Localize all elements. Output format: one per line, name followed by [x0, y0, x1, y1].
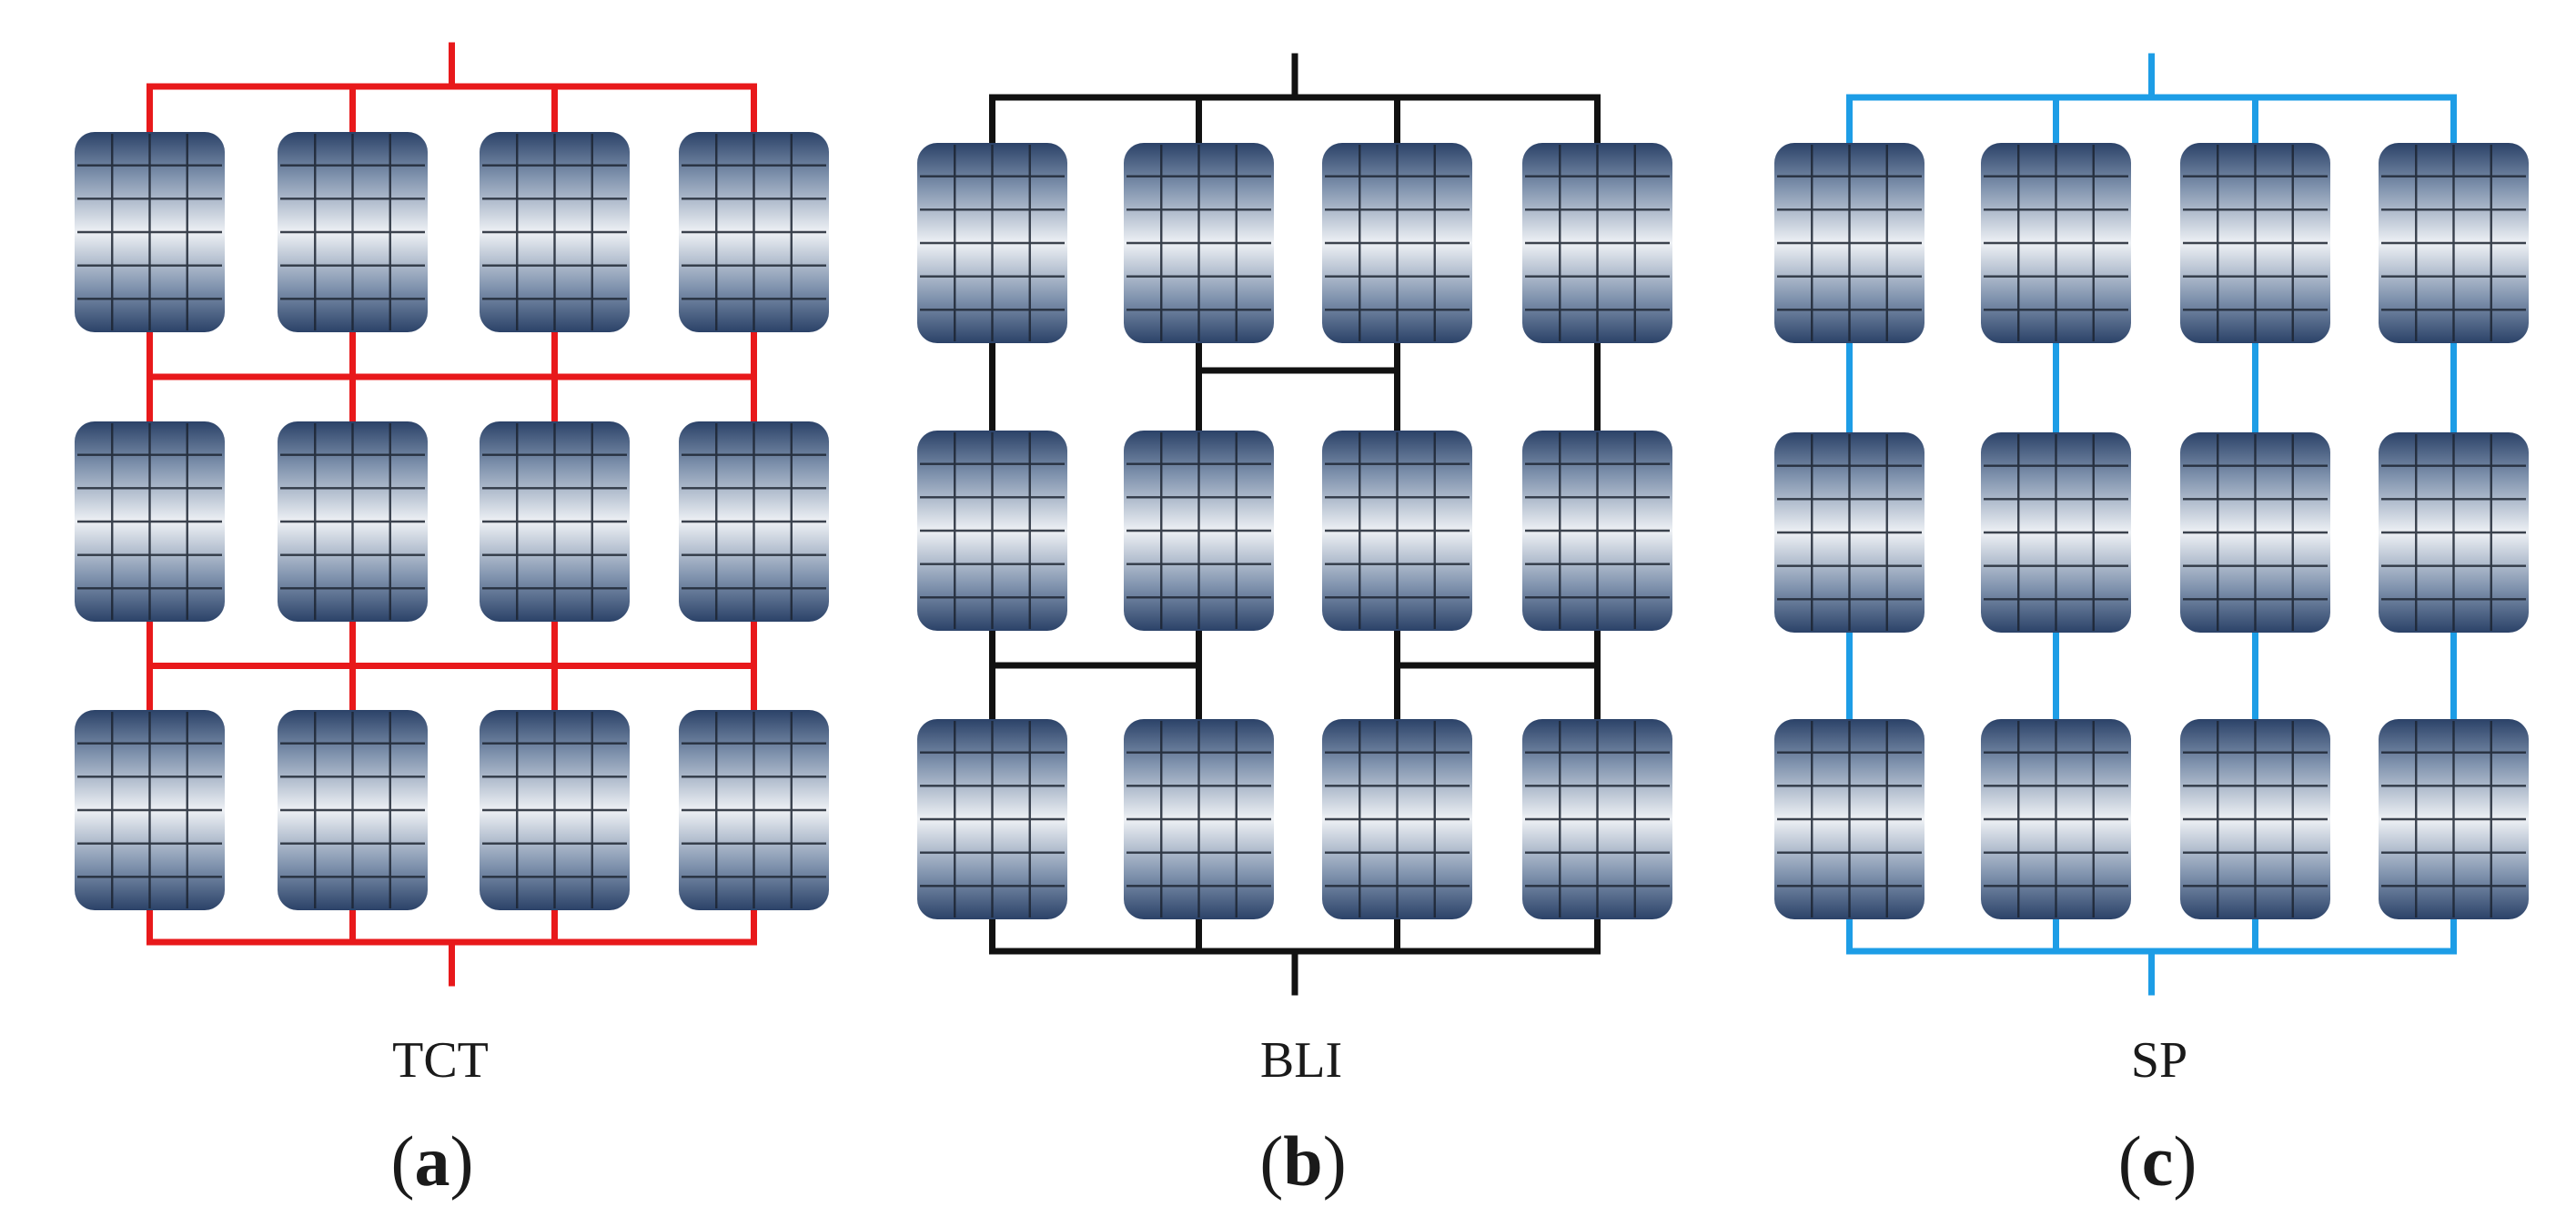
module-cell-grid — [280, 134, 425, 330]
bli-modules — [917, 143, 1672, 919]
sp-config-label: SP — [2131, 1032, 2187, 1089]
module-cell-grid — [920, 432, 1065, 629]
pv-module-r3-c2 — [1981, 719, 2131, 919]
pv-module-r1-c3 — [480, 132, 630, 332]
pv-module-r1-c2 — [278, 132, 428, 332]
pv-module-r3-c2 — [1124, 719, 1274, 919]
pv-module-r1-c1 — [917, 143, 1067, 343]
pv-module-r3-c3 — [480, 710, 630, 910]
module-cell-grid — [2381, 721, 2526, 918]
pv-module-r1-c4 — [2379, 143, 2529, 343]
module-cell-grid — [77, 134, 222, 330]
module-cell-grid — [682, 712, 826, 908]
pv-module-r3-c4 — [2379, 719, 2529, 919]
pv-module-r2-c3 — [480, 421, 630, 622]
subfigure-b-label: (b) — [1259, 1121, 1346, 1201]
pv-module-r1-c4 — [1522, 143, 1672, 343]
module-cell-grid — [1126, 432, 1271, 629]
pv-module-r2-c1 — [917, 431, 1067, 631]
pv-module-r3-c3 — [1322, 719, 1472, 919]
module-cell-grid — [1984, 721, 2128, 918]
module-cell-grid — [1325, 145, 1470, 341]
pv-module-r3-c4 — [679, 710, 829, 910]
pv-module-r1-c1 — [1774, 143, 1924, 343]
subfigure-c-label: (c) — [2118, 1121, 2197, 1201]
panel-bli: BLI (b) — [917, 53, 1672, 1201]
module-cell-grid — [682, 423, 826, 620]
module-cell-grid — [77, 423, 222, 620]
module-cell-grid — [1325, 721, 1470, 918]
pv-module-r2-c2 — [278, 421, 428, 622]
module-cell-grid — [2183, 145, 2328, 341]
pv-module-r3-c4 — [1522, 719, 1672, 919]
module-cell-grid — [2381, 145, 2526, 341]
pv-module-r3-c1 — [75, 710, 225, 910]
module-cell-grid — [1126, 721, 1271, 918]
pv-module-r3-c2 — [278, 710, 428, 910]
module-cell-grid — [1525, 432, 1670, 629]
module-cell-grid — [1126, 145, 1271, 341]
module-cell-grid — [482, 134, 627, 330]
module-cell-grid — [1777, 721, 1922, 918]
module-cell-grid — [1525, 721, 1670, 918]
module-cell-grid — [682, 134, 826, 330]
tct-modules — [75, 132, 829, 910]
module-cell-grid — [1525, 145, 1670, 341]
module-cell-grid — [1984, 145, 2128, 341]
sp-modules — [1774, 143, 2529, 919]
panel-tct: TCT (a) — [75, 42, 829, 1201]
module-cell-grid — [2183, 721, 2328, 918]
pv-module-r1-c4 — [679, 132, 829, 332]
pv-module-r2-c4 — [679, 421, 829, 622]
pv-module-r3-c1 — [1774, 719, 1924, 919]
bli-config-label: BLI — [1260, 1032, 1342, 1089]
tct-wiring — [146, 42, 757, 987]
module-cell-grid — [2183, 434, 2328, 631]
pv-module-r1-c3 — [1322, 143, 1472, 343]
module-cell-grid — [1984, 434, 2128, 631]
module-cell-grid — [1777, 145, 1922, 341]
pv-module-r2-c1 — [75, 421, 225, 622]
pv-module-r1-c2 — [1981, 143, 2131, 343]
pv-module-r2-c3 — [2180, 432, 2330, 633]
subfigure-a-letter: a — [415, 1121, 450, 1201]
pv-module-r2-c3 — [1322, 431, 1472, 631]
sp-wiring — [1846, 53, 2457, 996]
pv-module-r2-c2 — [1124, 431, 1274, 631]
module-cell-grid — [1777, 434, 1922, 631]
module-cell-grid — [280, 712, 425, 908]
module-cell-grid — [920, 721, 1065, 918]
module-cell-grid — [920, 145, 1065, 341]
panel-sp: SP (c) — [1774, 53, 2529, 1201]
subfigure-b-letter: b — [1283, 1121, 1322, 1201]
tct-config-label: TCT — [392, 1032, 489, 1089]
module-cell-grid — [77, 712, 222, 908]
pv-module-r1-c2 — [1124, 143, 1274, 343]
pv-module-r2-c2 — [1981, 432, 2131, 633]
pv-module-r3-c1 — [917, 719, 1067, 919]
module-cell-grid — [482, 712, 627, 908]
pv-module-r2-c4 — [2379, 432, 2529, 633]
pv-module-r2-c1 — [1774, 432, 1924, 633]
pv-module-r2-c4 — [1522, 431, 1672, 631]
module-cell-grid — [1325, 432, 1470, 629]
subfigure-c-letter: c — [2142, 1121, 2174, 1201]
pv-module-r1-c1 — [75, 132, 225, 332]
subfigure-a-label: (a) — [391, 1121, 474, 1201]
pv-module-r1-c3 — [2180, 143, 2330, 343]
module-cell-grid — [280, 423, 425, 620]
bli-wiring — [989, 53, 1601, 996]
module-cell-grid — [482, 423, 627, 620]
module-cell-grid — [2381, 434, 2526, 631]
pv-module-r3-c3 — [2180, 719, 2330, 919]
